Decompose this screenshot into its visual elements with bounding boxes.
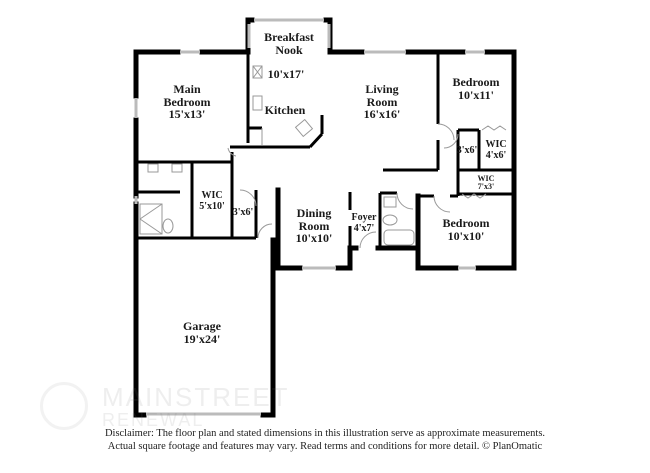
room-label-dining-room: Dining Room 10'x10' — [296, 207, 333, 245]
room-name: Nook — [275, 42, 303, 57]
room-dimensions: 10'x10' — [447, 228, 485, 243]
room-label-kitchen: Kitchen — [265, 104, 306, 117]
disclaimer-line2: Actual square footage and features may v… — [107, 441, 543, 452]
room-name: Bedroom — [442, 216, 490, 230]
room-name: Breakfast — [264, 30, 314, 44]
room-name: Garage — [183, 319, 221, 333]
room-name: WIC — [201, 190, 223, 201]
room-name: Living — [365, 82, 399, 96]
room-label-wic-5x10: WIC 5'x10' — [199, 190, 225, 212]
windows — [134, 18, 485, 416]
disclaimer: Disclaimer: The floor plan and stated di… — [0, 427, 650, 453]
room-dimensions: 15'x13' — [168, 107, 206, 122]
room-dimensions: 3'x6' — [456, 145, 478, 156]
room-label-kitchen-dimensions: 10'x17' — [268, 68, 305, 81]
room-dimensions: 10'x17' — [267, 67, 305, 81]
room-dimensions: 10'x10' — [295, 231, 333, 246]
room-dimensions: 19'x24' — [183, 331, 221, 346]
room-dimensions: 4'x7' — [353, 222, 375, 234]
room-dimensions: 16'x16' — [363, 107, 401, 122]
room-label-foyer: Foyer 4'x7' — [351, 212, 377, 234]
room-name: Main — [173, 82, 201, 96]
room-label-breakfast-nook: Breakfast Nook — [264, 31, 314, 56]
room-name: Foyer — [351, 212, 377, 223]
room-dimensions: 7'x3' — [477, 182, 495, 192]
room-label-closet-3x6-west: 3'x6' — [232, 207, 254, 219]
room-name: Bedroom — [163, 94, 211, 109]
room-name: WIC — [485, 139, 507, 150]
watermark-logo-icon — [40, 382, 88, 430]
room-name: Bedroom — [452, 75, 500, 89]
room-label-wic-7x3: WIC 7'x3' — [477, 174, 495, 192]
fixtures — [139, 65, 507, 249]
interior-walls — [136, 52, 514, 248]
room-name: WIC — [477, 174, 495, 183]
room-name: Kitchen — [264, 103, 306, 117]
room-label-bedroom-2: Bedroom 10'x11' — [452, 76, 499, 101]
room-name: Dining — [296, 206, 332, 220]
room-label-garage: Garage 19'x24' — [183, 320, 221, 345]
room-label-wic-4x6: WIC 4'x6' — [485, 139, 507, 161]
room-dimensions: 10'x11' — [457, 87, 495, 102]
room-dimensions: 3'x6' — [232, 207, 254, 218]
room-label-closet-3x6-east: 3'x6' — [456, 145, 478, 157]
watermark-line1: MAINSTREET — [102, 382, 290, 412]
watermark-line2: RENEWAL — [102, 410, 205, 430]
room-dimensions: 4'x6' — [485, 149, 507, 161]
room-label-bedroom-3: Bedroom 10'x10' — [442, 217, 489, 242]
room-label-living-room: Living Room 16'x16' — [364, 83, 401, 121]
disclaimer-line1: Disclaimer: The floor plan and stated di… — [104, 428, 546, 439]
room-dimensions: 5'x10' — [199, 200, 225, 212]
room-label-main-bedroom: Main Bedroom 15'x13' — [163, 83, 210, 121]
room-name: Room — [366, 94, 398, 109]
room-name: Room — [298, 218, 330, 233]
